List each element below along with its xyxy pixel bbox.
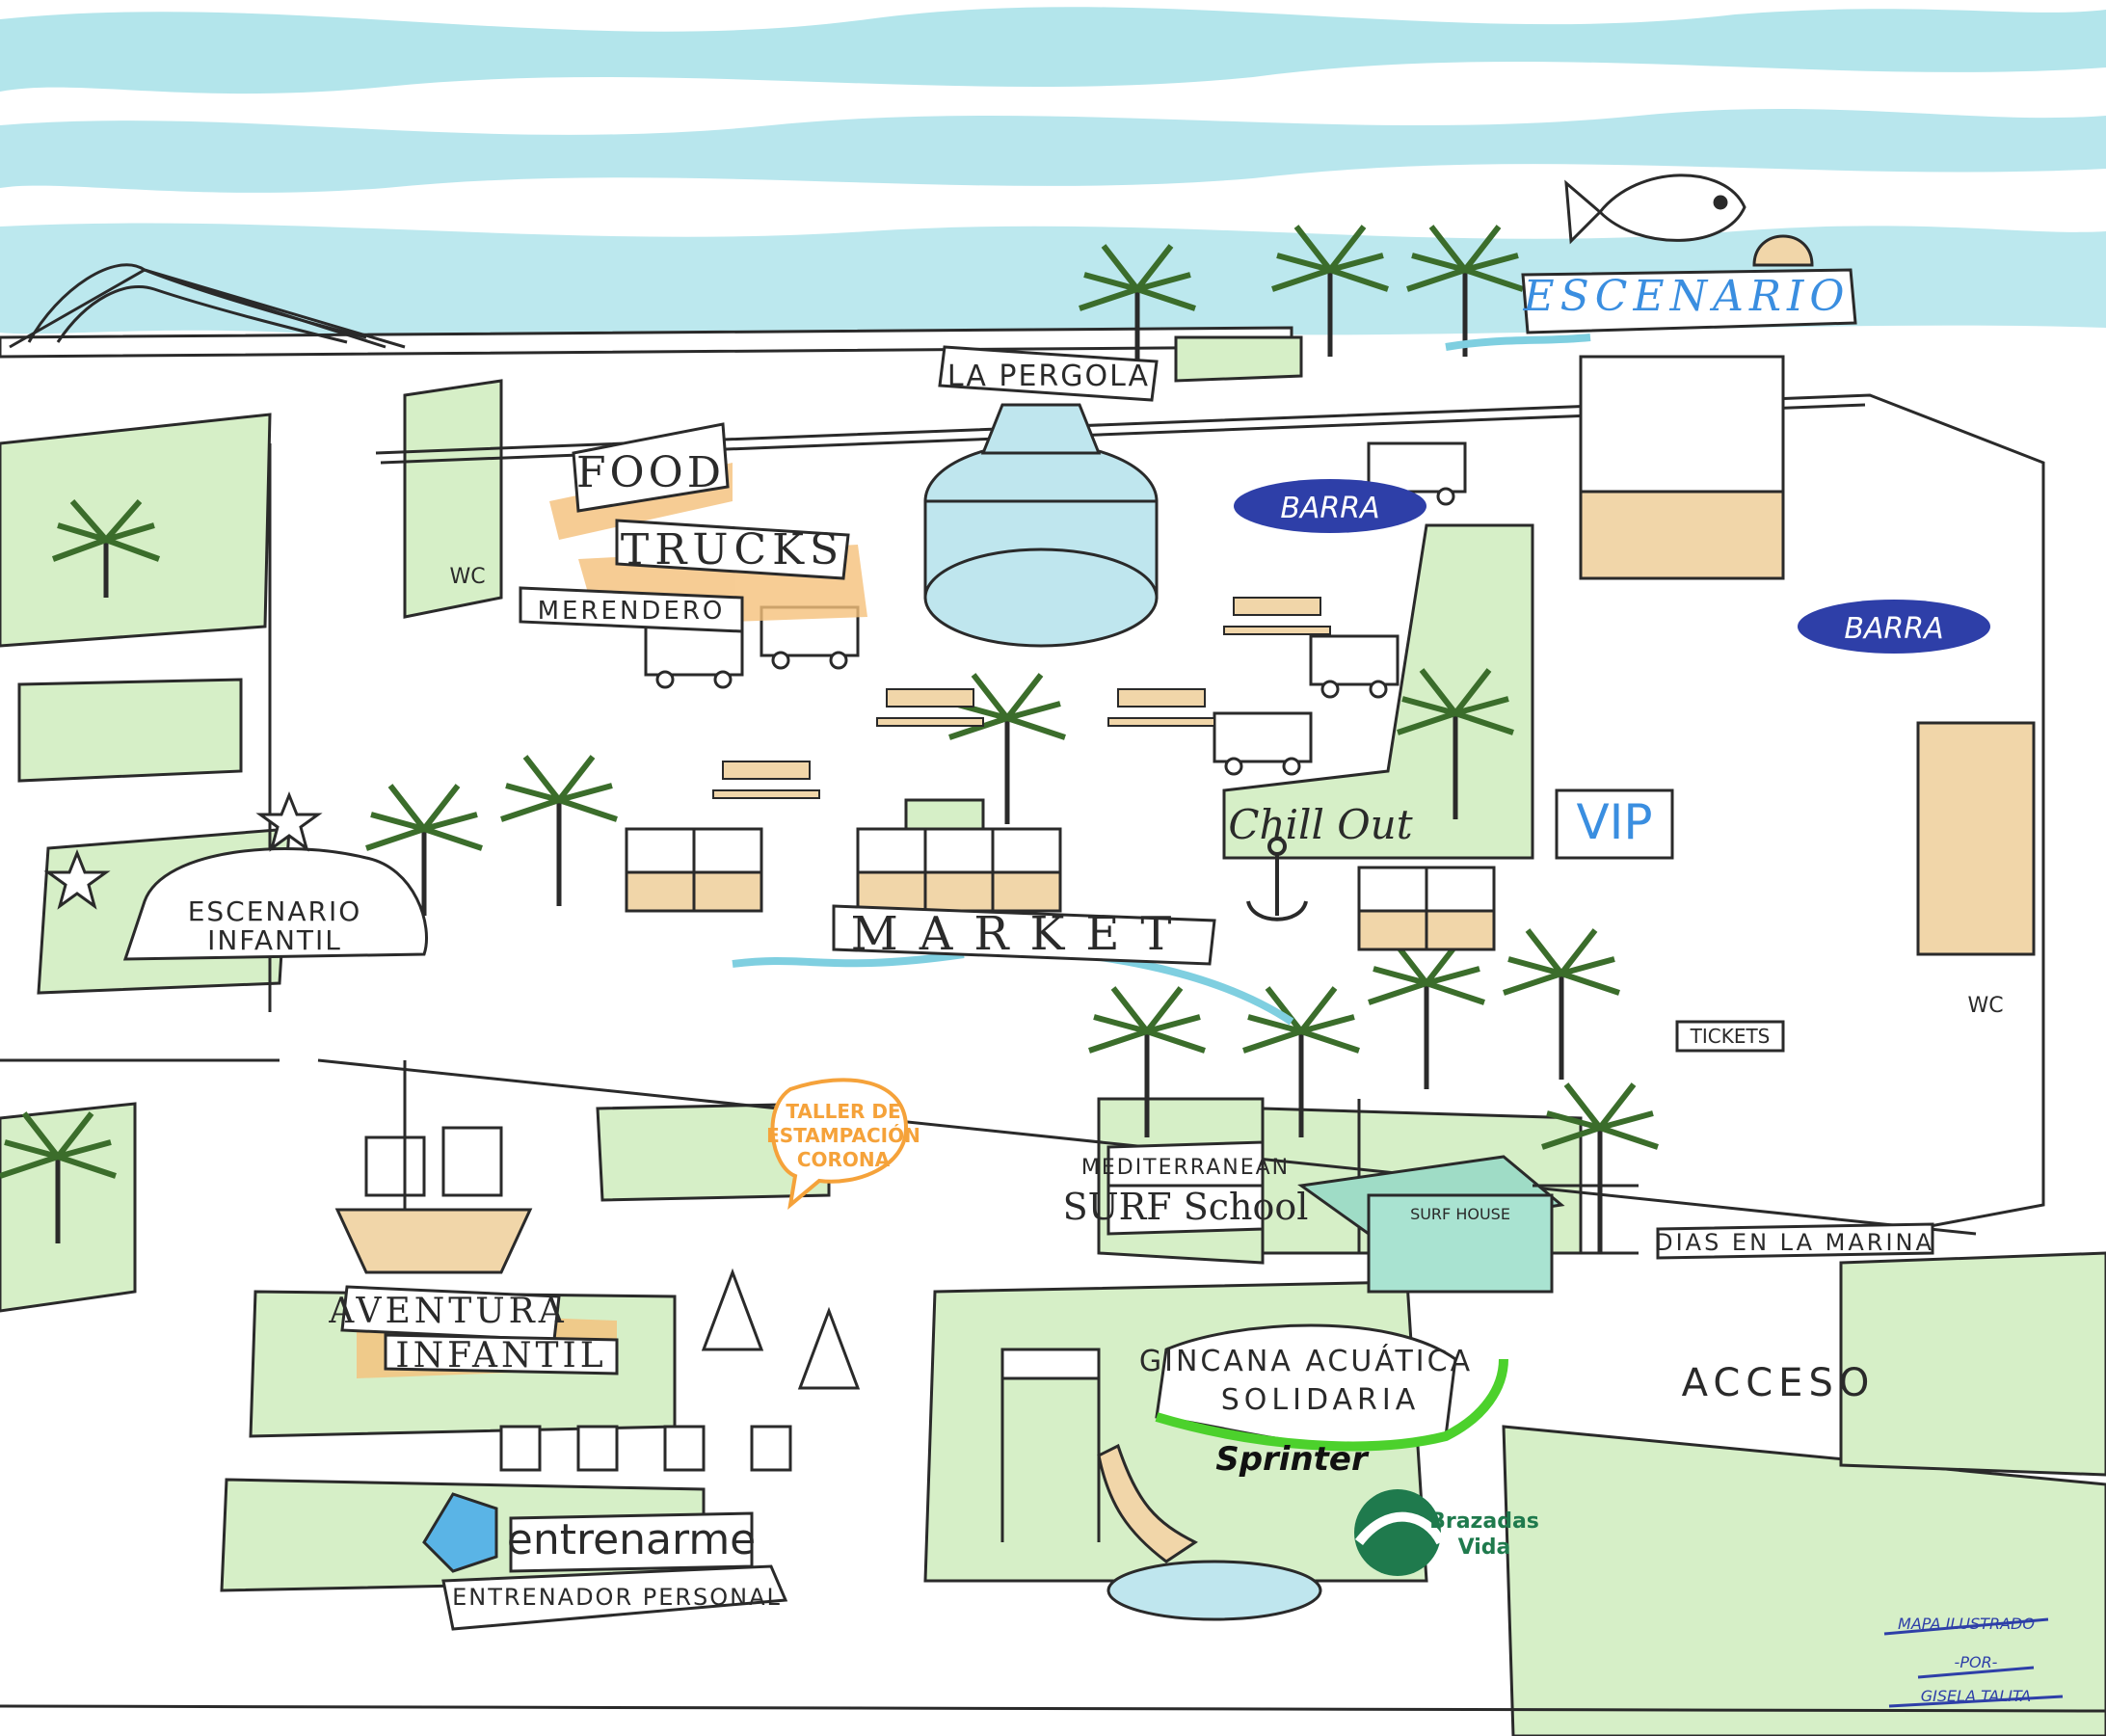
palm-tree-icon (1503, 928, 1620, 1080)
escenario-label: ESCENARIO (1523, 272, 1851, 321)
brazadas-logo (1354, 1489, 1446, 1576)
shell-icon (1752, 234, 1814, 267)
mediterranean-label: MEDITERRANEAN (1081, 1156, 1290, 1180)
surf-house-icon (1297, 1155, 1565, 1294)
palm-tree-icon (1088, 986, 1206, 1137)
market-stalls (625, 827, 1496, 951)
trucks-label: TRUCKS (621, 525, 844, 574)
food-truck-icon (1309, 634, 1400, 699)
food-truck-icon (1213, 711, 1313, 776)
pergola-icon (923, 403, 1159, 648)
sea (0, 0, 2106, 357)
wc-right-label: WC (1967, 994, 2003, 1018)
chill-out-label: Chill Out (1228, 801, 1412, 848)
palm-tree-icon (1242, 986, 1360, 1137)
fish-icon (1564, 174, 1746, 245)
surf-house-label: SURF HOUSE (1410, 1205, 1510, 1223)
food-truck-icon (644, 625, 744, 689)
pirate-ship-icon (334, 1060, 533, 1274)
escenario-infantil-2-label: INFANTIL (207, 924, 342, 956)
entrenarme-label: entrenarme (507, 1515, 757, 1564)
palm-tree-icon (365, 784, 483, 916)
vip-panel (1555, 788, 1674, 860)
barra-top-label: BARRA (1280, 492, 1379, 525)
anchor-icon (1246, 837, 1308, 921)
palm-tree-icon (1368, 938, 1485, 1089)
palm-tree-icon (948, 673, 1066, 824)
stage-escenario (1579, 355, 2036, 956)
teepee-icon (797, 1306, 861, 1390)
lifeguard-tower-icon (1000, 1348, 1101, 1542)
teepees (701, 1268, 861, 1390)
acceso-label: ACCESO (1682, 1361, 1876, 1405)
brazadas-line-1: Brazadas (1429, 1509, 1539, 1534)
taller-bubble (770, 1078, 909, 1210)
palm-tree-icon (51, 499, 161, 598)
beach-huts (499, 1425, 792, 1472)
star-icons (43, 790, 323, 910)
taller-line-1: TALLER DE (786, 1100, 900, 1123)
entrenarme-logo (422, 1492, 498, 1573)
food-truck-icon (1367, 441, 1467, 506)
palm-tree-icon (500, 755, 618, 906)
palm-tree-icon (1541, 1082, 1659, 1253)
barra-badges (1234, 479, 1990, 654)
star-icon (43, 848, 111, 910)
la-pergola-label: LA PERGOLA (947, 360, 1150, 393)
credit-line-1: MAPA ILUSTRADO (1898, 1615, 2035, 1633)
text-labels: ESCENARIO LA PERGOLA FOOD TRUCKS MERENDE… (188, 272, 2035, 1705)
credit-line-3: GISELA TALITA (1921, 1687, 2031, 1705)
gincana-splash (1155, 1358, 1508, 1452)
palm-tree-icon (0, 1111, 117, 1243)
picnic-table-icon (712, 597, 1331, 799)
vip-label: VIP (1576, 794, 1652, 850)
credit-ribbon (1883, 1617, 2064, 1708)
star-icon (255, 790, 323, 852)
water-slide-icon (1097, 1443, 1322, 1621)
palm-tree-icon (1271, 225, 1389, 357)
wc-left-label: WC (449, 565, 485, 589)
brazadas-line-2: Vida (1458, 1536, 1511, 1560)
barra-right-label: BARRA (1844, 612, 1943, 646)
aventura-label: AVENTURA (328, 1292, 567, 1331)
surf-school-label: SURF School (1063, 1186, 1309, 1228)
dias-marina-label: DIAS EN LA MARINA (1655, 1229, 1934, 1256)
food-label: FOOD (576, 448, 725, 497)
teepee-icon (701, 1268, 764, 1351)
market-label: MARKET (851, 907, 1193, 961)
infantil-label: INFANTIL (395, 1336, 606, 1375)
credit-line-2: -POR- (1955, 1653, 1998, 1671)
taller-line-3: CORONA (797, 1148, 891, 1171)
entrenador-label: ENTRENADOR PERSONAL (452, 1584, 782, 1611)
gincana-line-2: SOLIDARIA (1221, 1383, 1421, 1417)
tickets-label: TICKETS (1690, 1025, 1771, 1048)
gincana-line-1: GINCANA ACUÁTICA (1139, 1344, 1473, 1378)
escenario-infantil-1-label: ESCENARIO (188, 895, 362, 927)
taller-line-2: ESTAMPACIÓN (766, 1124, 920, 1147)
sprinter-label: Sprinter (1215, 1440, 1370, 1479)
palm-tree-icon (1397, 668, 1514, 819)
merendero-label: MERENDERO (538, 597, 726, 626)
banner-shapes (122, 268, 1934, 1631)
